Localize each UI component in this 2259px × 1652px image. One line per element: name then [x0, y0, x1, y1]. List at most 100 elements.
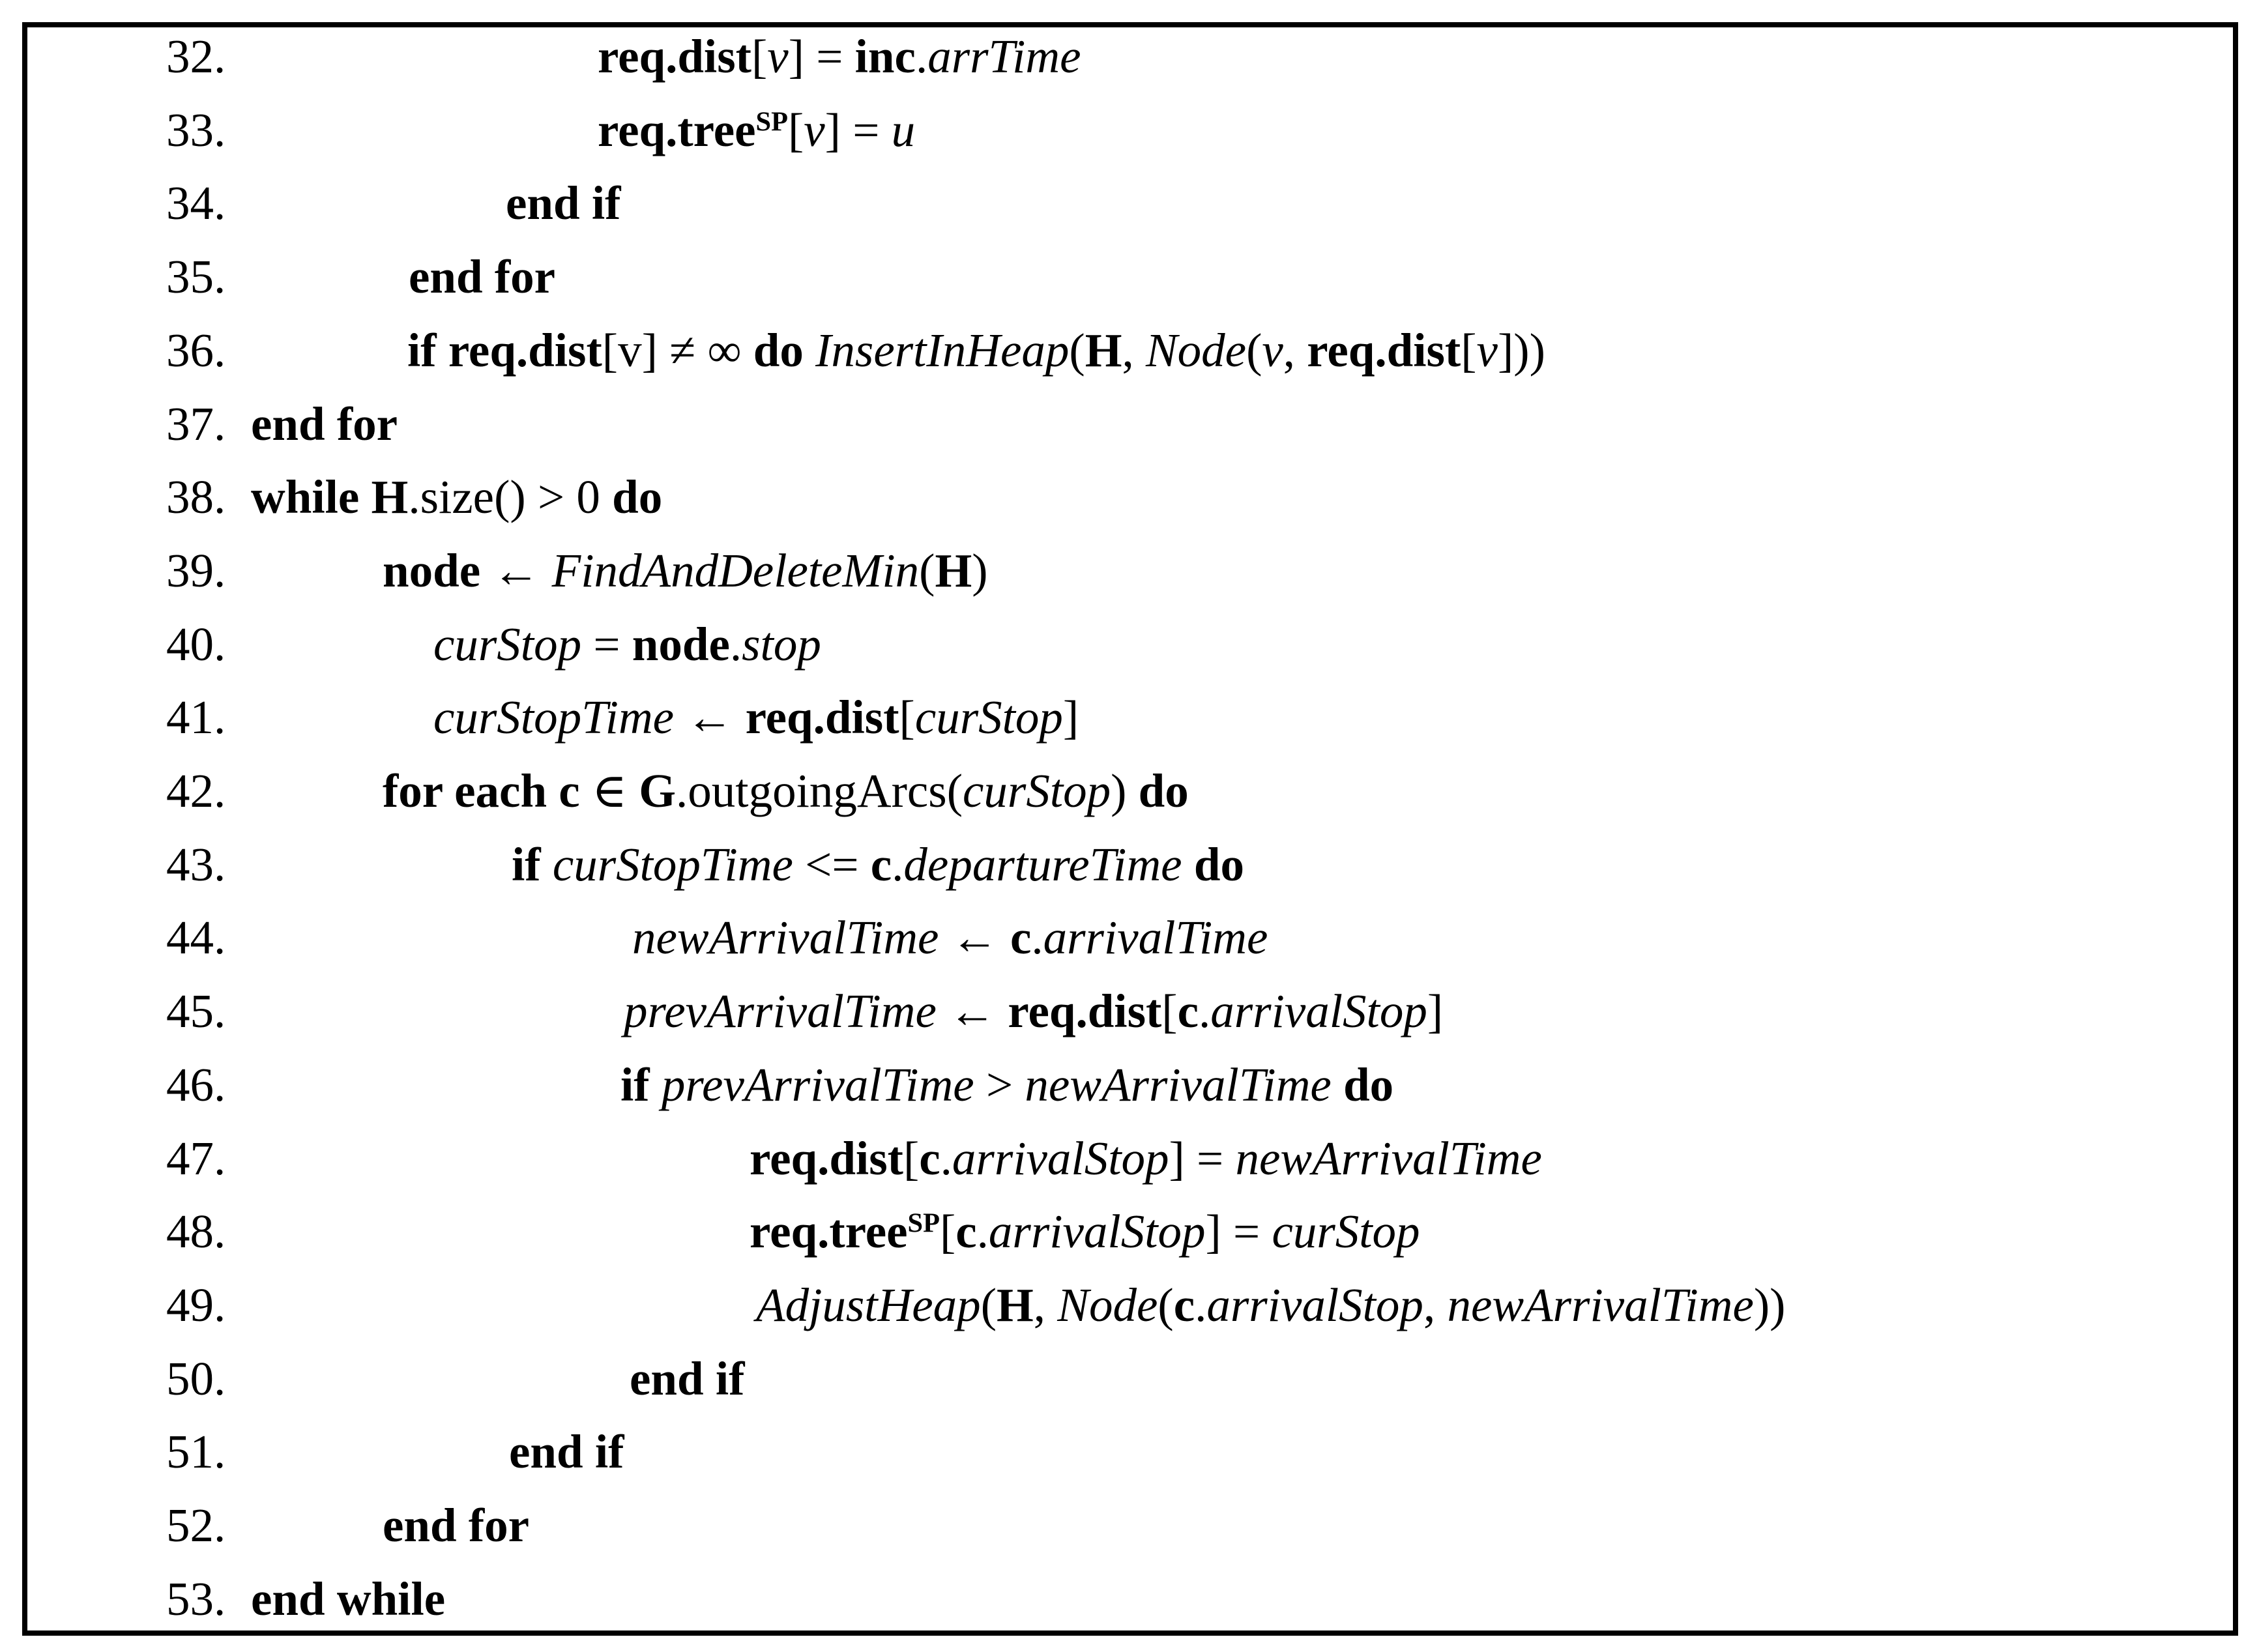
- line-content: req.treeSP[v] = u: [598, 93, 915, 167]
- code-segment: AdjustHeap: [756, 1278, 981, 1331]
- line-content: end for: [251, 387, 398, 461]
- code-segment: ,: [1033, 1278, 1058, 1331]
- code-segment: v: [1262, 323, 1283, 377]
- code-segment: req.dist: [1008, 985, 1162, 1038]
- code-segment: .: [1031, 911, 1043, 964]
- code-segment: ←: [936, 985, 1008, 1038]
- code-segment: req.dist: [448, 323, 602, 377]
- code-segment: [: [1461, 323, 1477, 377]
- code-segment: ] =: [824, 103, 892, 156]
- line-number: 33.: [166, 103, 226, 156]
- code-segment: end for: [409, 250, 556, 304]
- line-number: 51.: [166, 1425, 226, 1479]
- line-content: AdjustHeap(H, Node(c.arrivalStop, newArr…: [756, 1268, 1786, 1342]
- code-segment: inc: [854, 30, 916, 83]
- code-segment: newArrivalTime: [1447, 1278, 1754, 1331]
- code-segment: newArrivalTime: [632, 911, 939, 964]
- code-segment: arrivalStop: [952, 1131, 1169, 1185]
- code-segment: ∈: [579, 764, 639, 817]
- code-segment: req.dist: [750, 1131, 903, 1185]
- code-segment: FindAndDeleteMin: [551, 543, 920, 597]
- line-content: end if: [630, 1342, 744, 1415]
- code-segment: H: [1085, 323, 1122, 377]
- code-segment: v: [1476, 323, 1498, 377]
- code-segment: ] =: [1205, 1205, 1272, 1258]
- code-segment: c: [1010, 911, 1032, 964]
- line-content: end while: [251, 1562, 445, 1636]
- code-segment: if: [620, 1058, 662, 1111]
- code-segment: ,: [1283, 323, 1307, 377]
- code-segment: G: [639, 764, 677, 817]
- line-content: node ← FindAndDeleteMin(H): [383, 534, 988, 607]
- code-line-40: 40.curStop = node.stop: [0, 607, 2259, 681]
- code-segment: end if: [630, 1352, 745, 1405]
- code-line-34: 34.end if: [0, 166, 2259, 240]
- code-segment: >: [974, 1058, 1025, 1111]
- line-number: 43.: [166, 837, 226, 891]
- code-segment: )): [1753, 1278, 1786, 1331]
- code-segment: node: [632, 617, 730, 671]
- line-content: end if: [506, 166, 620, 240]
- code-segment: (: [1069, 323, 1085, 377]
- code-segment: req.tree: [598, 103, 756, 156]
- code-line-47: 47. req.dist[c.arrivalStop] = newArrivalT…: [0, 1122, 2259, 1195]
- code-segment: while: [251, 471, 372, 524]
- code-segment: [: [751, 30, 768, 83]
- code-line-53: 53. end while: [0, 1562, 2259, 1636]
- code-segment: u: [891, 103, 916, 156]
- code-line-36: 36.if req.dist[v] ≠ ∞ do InsertInHeap(H,…: [0, 313, 2259, 387]
- code-segment: [: [787, 103, 804, 156]
- code-segment: .: [1199, 985, 1211, 1038]
- code-line-32: 32.req.dist[v] = inc.arrTime: [0, 20, 2259, 93]
- code-segment: arrTime: [927, 30, 1081, 83]
- code-line-50: 50.end if: [0, 1342, 2259, 1415]
- code-segment: H: [997, 1278, 1034, 1331]
- code-line-45: 45.prevArrivalTime ← req.dist[c.arrivalS…: [0, 974, 2259, 1048]
- line-number: 53.: [166, 1572, 226, 1625]
- code-line-52: 52.end for: [0, 1488, 2259, 1562]
- code-segment: for each c: [383, 764, 580, 817]
- code-segment: [: [1161, 985, 1178, 1038]
- code-segment: arrivalStop: [988, 1205, 1206, 1258]
- code-segment: InsertInHeap: [815, 323, 1070, 377]
- code-segment: .: [729, 617, 742, 671]
- code-segment: do: [1138, 764, 1189, 817]
- code-segment: .: [976, 1205, 989, 1258]
- code-segment: stop: [742, 617, 821, 671]
- code-line-41: 41.curStopTime ← req.dist[curStop]: [0, 680, 2259, 754]
- code-line-43: 43.if curStopTime <= c.departureTime do: [0, 828, 2259, 901]
- code-segment: ] =: [1169, 1131, 1236, 1185]
- line-number: 47.: [166, 1131, 226, 1185]
- code-segment: if: [512, 837, 553, 891]
- line-content: if req.dist[v] ≠ ∞ do InsertInHeap(H, No…: [407, 313, 1545, 387]
- code-segment: curStop: [963, 764, 1111, 817]
- code-segment: (: [980, 1278, 997, 1331]
- code-segment: end if: [509, 1425, 624, 1479]
- code-segment: [1182, 838, 1194, 891]
- line-content: prevArrivalTime ← req.dist[c.arrivalStop…: [624, 974, 1443, 1048]
- code-segment: Node: [1145, 323, 1247, 377]
- code-segment: .outgoingArcs(: [676, 764, 963, 817]
- code-segment: newArrivalTime: [1025, 1058, 1332, 1111]
- code-segment: ,: [1423, 1278, 1448, 1331]
- code-segment: prevArrivalTime: [624, 985, 937, 1038]
- line-number: 52.: [166, 1499, 226, 1552]
- code-line-33: 33. req.treeSP[v] = u: [0, 93, 2259, 167]
- line-number: 41.: [166, 691, 226, 744]
- line-number: 44.: [166, 911, 226, 964]
- line-number: 42.: [166, 764, 226, 817]
- code-segment: [: [903, 1131, 920, 1185]
- line-number: 37.: [166, 397, 226, 450]
- line-content: req.dist[v] = inc.arrTime: [598, 20, 1081, 93]
- code-line-35: 35. end for: [0, 240, 2259, 313]
- code-segment: =: [581, 617, 632, 671]
- line-number: 35.: [166, 250, 226, 304]
- code-segment: c: [1177, 985, 1199, 1038]
- code-segment: curStopTime: [433, 691, 675, 744]
- line-number: 49.: [166, 1278, 226, 1331]
- code-segment: H: [371, 471, 409, 524]
- line-content: req.dist[c.arrivalStop] = newArrivalTime: [750, 1122, 1542, 1195]
- code-segment: do: [1193, 837, 1244, 891]
- code-segment: departureTime: [903, 837, 1182, 891]
- code-segment: prevArrivalTime: [661, 1058, 974, 1111]
